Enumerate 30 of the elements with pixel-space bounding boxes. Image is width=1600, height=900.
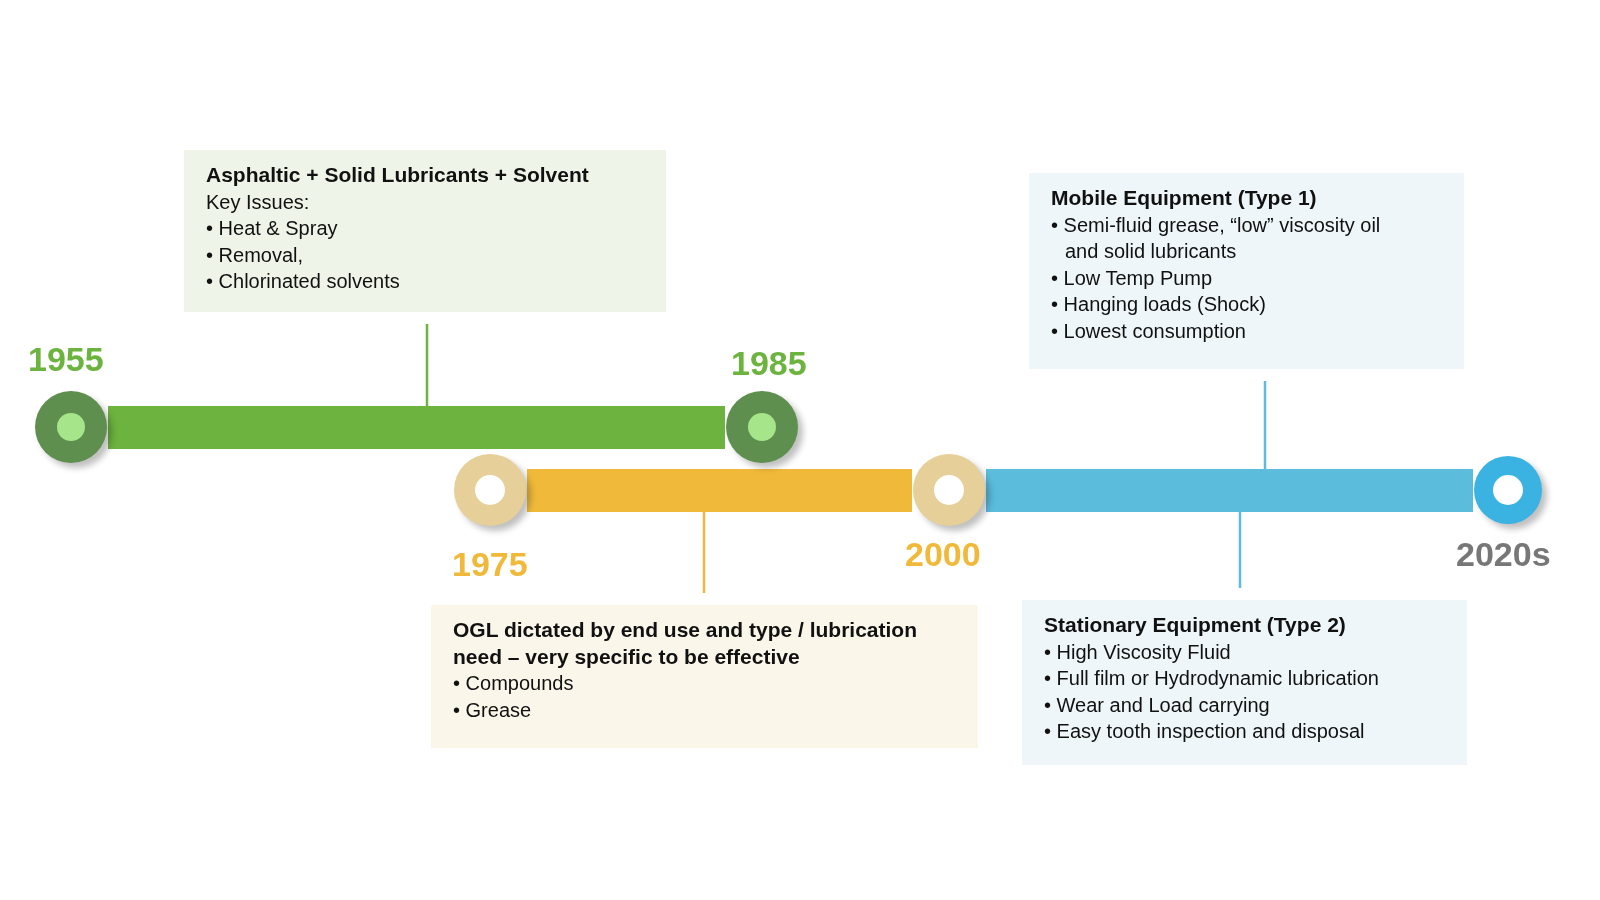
card-text: • High Viscosity Fluid — [1044, 639, 1232, 665]
year-label: 2020s — [1456, 535, 1551, 574]
card-text: Key Issues: — [206, 189, 311, 215]
timeline-bar — [986, 469, 1473, 512]
card-text: • Low Temp Pump — [1051, 265, 1214, 291]
card-heading: OGL dictated by end use and type / lubrication need – very specific to be effective — [453, 617, 919, 670]
connector-line — [1238, 512, 1242, 588]
card-text: • Hanging loads (Shock) — [1051, 292, 1267, 317]
card-text: • Easy tooth inspection and disposal — [1044, 719, 1366, 744]
card-heading: Asphaltic + Solid Lubricants + Solvent — [206, 162, 590, 188]
card-text: • Chlorinated solvents — [206, 269, 401, 294]
card-text: • Lowest consumption — [1051, 318, 1247, 344]
card-text: • Removal, — [206, 242, 305, 268]
connector-line — [1263, 381, 1267, 469]
connector-line — [425, 324, 429, 406]
card-text: • Heat & Spray — [206, 216, 339, 241]
timeline-bar — [108, 406, 725, 449]
timeline-bar — [527, 469, 912, 512]
card-heading: Mobile Equipment (Type 1) — [1051, 185, 1318, 211]
year-label: 2000 — [905, 535, 981, 574]
card-text: • Semi-fluid grease, “low” viscosity oil and solid lubricants — [1051, 212, 1382, 264]
card-text: • Full film or Hydrodynamic lubrication — [1044, 666, 1380, 691]
year-label: 1975 — [452, 545, 528, 584]
card-heading: Stationary Equipment (Type 2) — [1044, 612, 1347, 638]
card-text: • Grease — [453, 697, 533, 723]
year-label: 1985 — [731, 344, 807, 383]
year-label: 1955 — [28, 340, 104, 379]
card-text: • Compounds — [453, 671, 575, 696]
connector-line — [702, 512, 706, 593]
card-text: • Wear and Load carrying — [1044, 692, 1271, 718]
